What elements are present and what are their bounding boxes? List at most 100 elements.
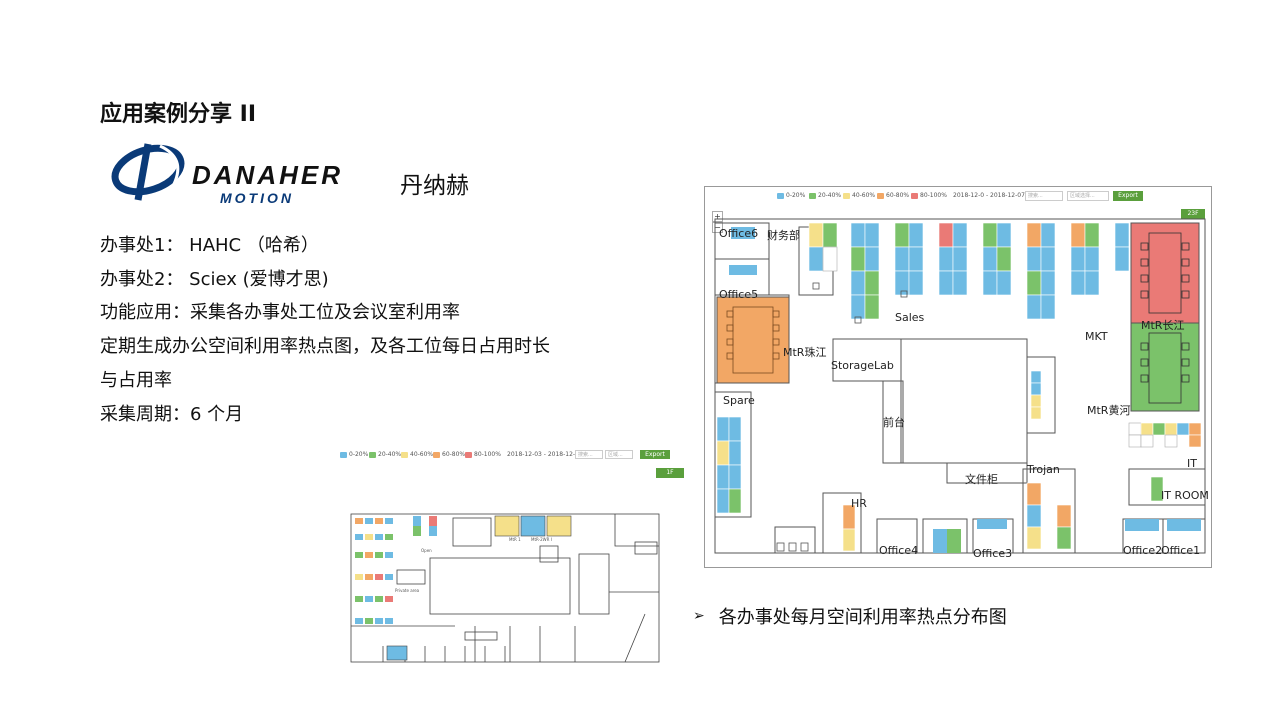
legend-label: 0-20% xyxy=(349,451,369,458)
room-label-office2: Office2 xyxy=(1123,544,1163,557)
meeting-room-mtr1 xyxy=(494,515,520,537)
legend-item: 60-80% xyxy=(433,451,465,458)
info-line-office1: 办事处1： HAHC （哈希） xyxy=(100,235,319,256)
meeting-room-mtr2 xyxy=(520,515,546,537)
desk-office2 xyxy=(1125,519,1159,531)
legend-label: 20-40% xyxy=(378,451,402,458)
legend-label: 80-100% xyxy=(474,451,501,458)
export-button[interactable]: Export xyxy=(640,450,670,459)
room-label-private: Private area xyxy=(395,588,420,593)
desk-office1 xyxy=(1167,519,1201,531)
legend-item: 60-80% xyxy=(877,192,909,199)
date-range[interactable]: 2018-12-0 - 2018-12-07 xyxy=(953,192,1025,199)
room-label-office6: Office6 xyxy=(719,227,759,240)
filter-input[interactable]: 区域选择... xyxy=(1067,191,1109,201)
legend-swatch xyxy=(843,192,850,199)
room-label-hr: HR xyxy=(851,497,867,510)
info-line-report-cont: 与占用率 xyxy=(100,370,172,391)
hr-desks xyxy=(842,504,856,552)
logo-text-danaher: DANAHER xyxy=(192,160,343,190)
large-heatmap-panel: 0-20% 20-40% 40-60% 60-80% 80-100% 2018-… xyxy=(704,186,1212,568)
meeting-room-zhujiang xyxy=(716,296,790,384)
room-label-it: IT xyxy=(1187,457,1197,470)
legend-item: 20-40% xyxy=(809,192,841,199)
floor-button[interactable]: 23F xyxy=(1181,209,1205,219)
room-label-finance: 财务部 xyxy=(767,229,800,242)
room-label-mtr2: MtR-2WR I xyxy=(531,537,552,542)
slide-title: 应用案例分享 II xyxy=(100,102,257,127)
office-small-blue xyxy=(386,645,408,661)
zoom-in-button[interactable]: + xyxy=(712,211,723,222)
floor-button[interactable]: 1F xyxy=(656,468,684,478)
room-label-reception: 前台 xyxy=(883,416,905,429)
legend-swatch xyxy=(809,192,816,199)
meeting-room-changjiang xyxy=(1130,222,1200,324)
legend-item: 0-20% xyxy=(777,192,805,199)
info-line-period: 采集周期：6 个月 xyxy=(100,404,244,425)
legend-item: 40-60% xyxy=(401,451,433,458)
room-label-spare: Spare xyxy=(723,394,755,407)
sales-desks xyxy=(808,222,1130,320)
caption-text: 各办事处每月空间利用率热点分布图 xyxy=(718,607,1007,628)
info-line-function: 功能应用：采集各办事处工位及会议室利用率 xyxy=(100,302,460,323)
room-label-it-room: IT ROOM xyxy=(1161,489,1209,502)
legend-label: 40-60% xyxy=(852,192,876,199)
room-label-office4: Office4 xyxy=(879,544,919,557)
room-label-office5: Office5 xyxy=(719,288,759,301)
arrow-bullet-icon: ➢ xyxy=(693,608,705,624)
meeting-room-huanghe xyxy=(1130,322,1200,412)
meeting-room-mtr3 xyxy=(546,515,572,537)
small-heatmap-panel: 0-20% 20-40% 40-60% 60-80% 80-100% 2018-… xyxy=(335,446,685,666)
date-range[interactable]: 2018-12-03 - 2018-12-03 xyxy=(507,451,583,458)
legend-label: 60-80% xyxy=(886,192,910,199)
room-label-mkt: MKT xyxy=(1085,330,1108,343)
info-line-office2: 办事处2： Sciex (爱博才思) xyxy=(100,269,329,290)
caption-row: ➢ 各办事处每月空间利用率热点分布图 xyxy=(693,603,1007,629)
it-desks xyxy=(1128,422,1202,502)
legend-label: 60-80% xyxy=(442,451,466,458)
legend-swatch xyxy=(340,451,347,458)
legend-swatch xyxy=(369,451,376,458)
room-label-filing: 文件柜 xyxy=(965,473,998,486)
export-button[interactable]: Export xyxy=(1113,191,1143,201)
desk-cluster-1 xyxy=(355,518,393,624)
danaher-motion-logo: DANAHER MOTION xyxy=(111,143,343,206)
legend-item: 0-20% xyxy=(340,451,368,458)
legend-item: 20-40% xyxy=(369,451,401,458)
logo-text-motion: MOTION xyxy=(220,190,294,206)
search-input[interactable]: 搜索... xyxy=(575,450,603,459)
spare-desks xyxy=(716,416,742,514)
legend-item: 80-100% xyxy=(911,192,947,199)
large-floor-plan xyxy=(714,218,1206,554)
info-line-report: 定期生成办公空间利用率热点图，及各工位每日占用时长 xyxy=(100,336,550,357)
room-label-trojan: Trojan xyxy=(1027,463,1060,476)
desk-office3 xyxy=(977,519,1007,529)
legend-swatch xyxy=(465,451,472,458)
desk-office6 xyxy=(731,227,755,239)
company-name: 丹纳赫 xyxy=(400,173,469,199)
legend-swatch xyxy=(401,451,408,458)
legend-swatch xyxy=(777,192,784,199)
legend-item: 80-100% xyxy=(465,451,501,458)
small-floor-plan: Open MtR 1 MtR-2WR I Private area xyxy=(350,513,660,663)
legend-label: 80-100% xyxy=(920,192,947,199)
room-label-office1: Office1 xyxy=(1161,544,1201,557)
room-label-storagelab: StorageLab xyxy=(831,359,894,372)
trojan-desks xyxy=(1026,482,1072,550)
legend-label: 20-40% xyxy=(818,192,842,199)
room-label-open: Open xyxy=(421,548,432,553)
legend-swatch xyxy=(433,451,440,458)
room-label-office3: Office3 xyxy=(973,547,1013,560)
legend-swatch xyxy=(877,192,884,199)
storage-strip xyxy=(1030,370,1042,420)
desk-office3b xyxy=(933,529,947,553)
legend-item: 40-60% xyxy=(843,192,875,199)
room-label-mtr-huanghe: MtR黄河 xyxy=(1087,404,1131,417)
filter-input[interactable]: 区域... xyxy=(605,450,633,459)
search-input[interactable]: 搜索... xyxy=(1025,191,1063,201)
room-label-sales: Sales xyxy=(895,311,925,324)
room-label-mtr-zhujiang: MtR珠江 xyxy=(783,346,827,359)
desk-office3c xyxy=(947,529,961,553)
legend-label: 0-20% xyxy=(786,192,806,199)
desk-office5 xyxy=(729,265,757,275)
